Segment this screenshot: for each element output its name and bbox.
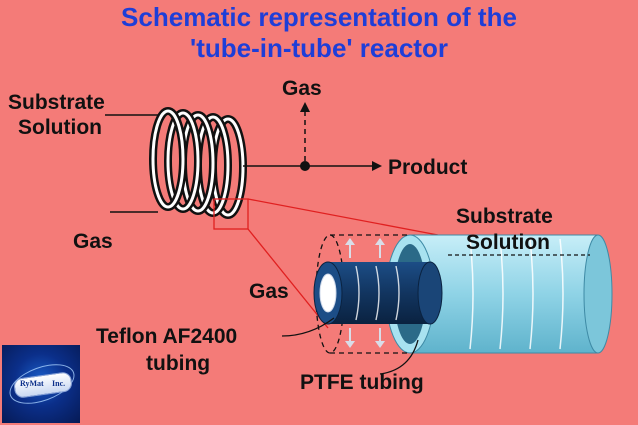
product-label: Product xyxy=(388,156,468,179)
inner-gas-label: Gas xyxy=(249,280,289,303)
zoom-box xyxy=(213,198,249,230)
teflon-tubing-label-line-1: Teflon AF2400 xyxy=(96,325,238,348)
substrate-solution-right-line-1: Substrate xyxy=(456,205,553,228)
teflon-leader-line xyxy=(281,317,335,337)
junction-dot xyxy=(300,161,310,171)
teflon-tubing-label-line-2: tubing xyxy=(146,352,211,375)
substrate-solution-label-line-2: Solution xyxy=(18,116,102,139)
company-logo: RyMat Inc. xyxy=(2,345,80,423)
ptfe-leader-line xyxy=(379,339,419,375)
substrate-solution-label-line-1: Substrate xyxy=(8,91,105,114)
logo-text-right: Inc. xyxy=(52,379,66,388)
zoom-leader-bottom xyxy=(247,228,329,329)
coil-reactor xyxy=(149,107,247,219)
ptfe-tubing-label: PTFE tubing xyxy=(300,371,424,394)
zoom-leader-top xyxy=(247,198,439,236)
diagram-title-line-1: Schematic representation of the xyxy=(121,2,517,32)
gas-diffusion-arrows xyxy=(345,238,385,348)
teflon-inner-tube xyxy=(313,261,443,325)
diagram-title-line-2: 'tube-in-tube' reactor xyxy=(190,33,448,63)
substrate-solution-right-line-2: Solution xyxy=(466,231,550,254)
gas-inlet-label: Gas xyxy=(73,230,113,253)
gas-outlet-label: Gas xyxy=(282,77,322,100)
logo-text-left: RyMat xyxy=(20,379,44,388)
